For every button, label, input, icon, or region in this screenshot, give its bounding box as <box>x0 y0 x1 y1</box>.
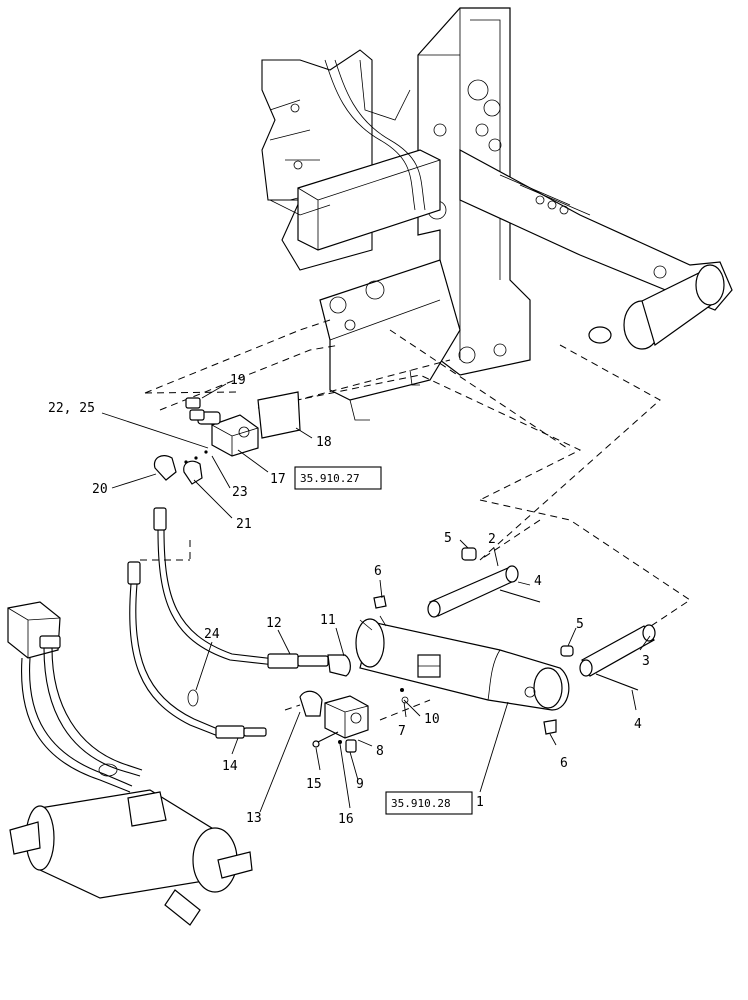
callout-16: 16 <box>338 812 354 827</box>
lower-left-assembly <box>7 601 253 926</box>
plate-18 <box>257 391 301 439</box>
callout-18: 18 <box>316 435 332 450</box>
callout-9: 9 <box>356 777 364 792</box>
callout-5b: 5 <box>576 617 584 632</box>
callout-8: 8 <box>376 744 384 759</box>
callout-6a: 6 <box>374 564 382 579</box>
reference-box-bottom[interactable]: 35.910.28 <box>385 791 473 815</box>
reference-box-top[interactable]: 35.910.27 <box>294 466 382 490</box>
callout-15: 15 <box>306 777 322 792</box>
cylinder-1 <box>355 595 570 735</box>
hoses <box>127 507 351 739</box>
fitting-19 <box>185 397 205 421</box>
pin-2 <box>427 547 541 618</box>
callout-labels: 19 22, 25 18 17 23 20 21 5 2 4 6 5 3 4 6… <box>48 373 650 827</box>
callout-17: 17 <box>270 472 286 487</box>
frame-assembly <box>261 7 733 421</box>
callout-11: 11 <box>320 613 336 628</box>
callout-21: 21 <box>236 517 252 532</box>
pin-3 <box>560 624 656 691</box>
callout-4a: 4 <box>534 574 542 589</box>
reference-bottom-label: 35.910.28 <box>391 797 451 810</box>
reference-top-label: 35.910.27 <box>300 472 360 485</box>
callout-5a: 5 <box>444 531 452 546</box>
manifold-block-8 <box>299 690 369 753</box>
leader-lines <box>101 383 651 813</box>
callout-14: 14 <box>222 759 238 774</box>
callout-13: 13 <box>246 811 262 826</box>
fittings-20-21 <box>153 450 208 485</box>
callout-10: 10 <box>424 712 440 727</box>
callout-23: 23 <box>232 485 248 500</box>
callout-1: 1 <box>476 795 484 810</box>
callout-2: 2 <box>488 532 496 547</box>
callout-22-25: 22, 25 <box>48 401 95 416</box>
callout-6b: 6 <box>560 756 568 771</box>
callout-7: 7 <box>398 724 406 739</box>
callout-20: 20 <box>92 482 108 497</box>
callout-3: 3 <box>642 654 650 669</box>
callout-12: 12 <box>266 616 282 631</box>
callout-4b: 4 <box>634 717 642 732</box>
callout-24: 24 <box>204 627 220 642</box>
callout-19: 19 <box>230 373 246 388</box>
valve-block-17 <box>197 411 259 457</box>
